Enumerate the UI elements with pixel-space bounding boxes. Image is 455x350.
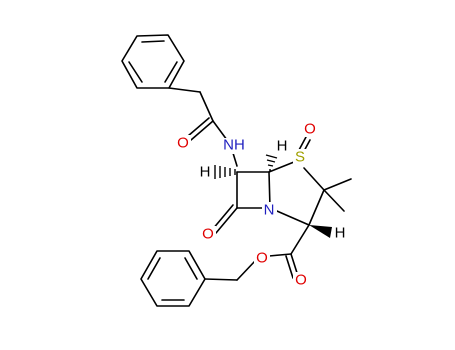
phenyl-ring-top <box>121 34 185 89</box>
sulfur-label: S <box>295 149 305 166</box>
h-c6-label: H <box>200 164 211 181</box>
ring-nitrogen-label: N <box>264 202 275 219</box>
hashed-bond-c6-h <box>214 165 236 179</box>
h-c5-label: H <box>277 138 288 155</box>
hashed-bond-c5-h <box>265 154 278 171</box>
amide-oxygen-label: O <box>177 135 189 152</box>
sulfoxide-oxygen-label: O <box>304 121 316 138</box>
atom-labels: NH S O O N O O O H H H <box>175 121 345 289</box>
wedge-bond-c3-h <box>309 225 332 238</box>
lactam-oxygen-label: O <box>202 226 214 243</box>
acyl-side-chain <box>168 87 238 167</box>
h-c3-label: H <box>335 225 346 242</box>
ester-ether-oxygen-label: O <box>256 250 268 267</box>
phenyl-ring-bottom <box>140 250 206 307</box>
amide-nitrogen-label: NH <box>223 137 245 154</box>
stereo-bonds <box>214 154 332 238</box>
ester-carbonyl-oxygen-label: O <box>295 272 307 289</box>
